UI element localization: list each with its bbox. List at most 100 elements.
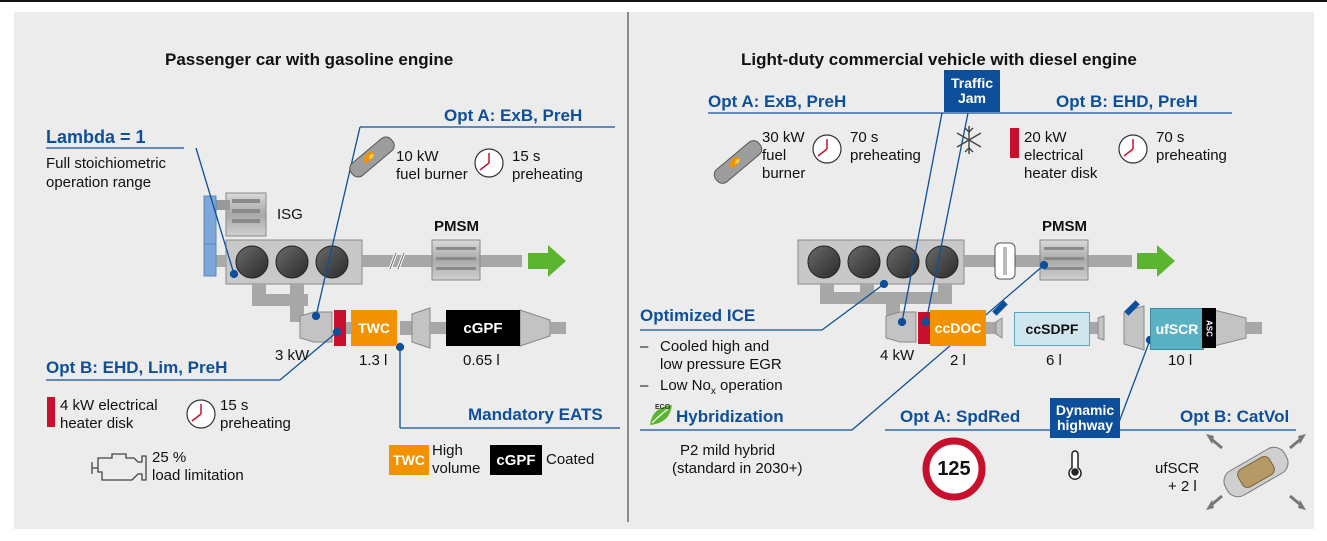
pmsm-label-right: PMSM	[1042, 218, 1087, 235]
clock-icon	[1118, 134, 1148, 164]
left-opt-b-time-line1: 15 s	[220, 397, 249, 414]
clock-icon	[812, 134, 842, 164]
snowflake-icon	[956, 126, 982, 154]
right-opt-a-time-line1: 70 s	[850, 129, 879, 146]
twc-catalyst: TWC	[351, 310, 397, 346]
eats-cgpf-desc: Coated	[546, 451, 595, 468]
left-panel-title: Passenger car with gasoline engine	[165, 50, 454, 69]
traffic-jam-badge: Traffic Jam	[944, 70, 1000, 112]
ufscr-volume: 10 l	[1168, 352, 1193, 369]
ice-item1-line2: low pressure EGR	[660, 356, 782, 373]
catalyst-resize-icon	[1206, 434, 1306, 510]
dyn-highway-line1: Dynamic	[1055, 401, 1115, 418]
right-opt-b-heater-line1: 20 kW	[1024, 129, 1067, 146]
eco-leaf-icon	[650, 405, 672, 425]
ice-item2-post: operation	[715, 377, 783, 394]
top-rule	[0, 0, 1327, 2]
catvol-desc-line1: ufSCR	[1155, 460, 1200, 477]
left-opt-a-time-line1: 15 s	[512, 148, 541, 165]
cgpf-volume: 0.65 l	[463, 352, 500, 369]
right-opt-a-burner-line3: burner	[762, 165, 806, 182]
dynamic-highway-badge: Dynamic highway	[1050, 398, 1120, 438]
fuel-burner-icon	[349, 136, 395, 178]
fuel-burner-icon	[713, 140, 763, 184]
load-limit-line1: 25 %	[152, 449, 187, 466]
catvol-desc-line2: + 2 l	[1168, 478, 1197, 495]
eats-title: Mandatory EATS	[468, 405, 603, 424]
load-limit-line2: load limitation	[152, 467, 244, 484]
callout-lines-left	[46, 126, 620, 429]
ice-title: Optimized ICE	[640, 306, 756, 325]
ice-dash-2: –	[640, 377, 649, 394]
speed-limit-value: 125	[937, 458, 971, 480]
pmsm-motor-right	[1039, 239, 1089, 281]
pmsm-label-left: PMSM	[434, 218, 479, 235]
panel-divider	[627, 12, 629, 522]
heater-disk-left	[334, 310, 346, 346]
right-panel-title: Light-duty commercial vehicle with diese…	[741, 50, 1137, 69]
isg-motor	[203, 192, 267, 277]
left-opt-b-heater-line1: 4 kW electrical	[60, 397, 158, 414]
injector-icon	[992, 300, 1140, 316]
gasoline-engine	[203, 239, 363, 285]
thermometer-icon	[1068, 450, 1082, 480]
spdred-title: Opt A: SpdRed	[900, 407, 1021, 426]
lambda-title: Lambda = 1	[46, 127, 146, 147]
eco-label: ECO	[655, 404, 671, 411]
left-opt-b-time-line2: preheating	[220, 415, 291, 432]
hybridization-title: Hybridization	[676, 407, 784, 426]
cgpf-filter: cGPF	[446, 310, 520, 346]
right-opt-a-time-line2: preheating	[850, 147, 921, 164]
ccsdpf-volume: 6 l	[1046, 352, 1062, 369]
twc-volume: 1.3 l	[359, 352, 388, 369]
right-opt-a-burner-line1: 30 kW	[762, 129, 805, 146]
ice-item2-pre: Low No	[660, 377, 711, 394]
right-opt-b-heater-line2: electrical	[1024, 147, 1084, 164]
left-opt-a-time-line2: preheating	[512, 166, 583, 183]
pmsm-motor-left	[431, 239, 481, 281]
traffic-jam-line2: Jam	[957, 90, 987, 106]
lambda-desc-line2: operation range	[46, 174, 152, 191]
left-opt-a-title: Opt A: ExB, PreH	[444, 106, 583, 125]
right-heater-power: 4 kW	[880, 347, 915, 364]
clock-icon	[186, 399, 216, 429]
ice-item2-sub: x	[710, 386, 716, 397]
ice-item1-line1: Cooled high and	[660, 338, 770, 355]
isg-label: ISG	[277, 206, 303, 223]
engine-icon	[91, 453, 147, 481]
hybrid-desc-line1: P2 mild hybrid	[680, 442, 776, 459]
ice-item2: Low Nox operation	[660, 377, 783, 398]
heater-disk-right	[918, 312, 930, 344]
right-opt-b-time-line2: preheating	[1156, 147, 1227, 164]
left-opt-a-burner-line1: 10 kW	[396, 148, 439, 165]
left-opt-b-heater-line2: heater disk	[60, 415, 134, 432]
arrow-right-icon	[1137, 245, 1175, 277]
hybrid-desc-line2: (standard in 2030+)	[672, 460, 803, 477]
diesel-engine	[797, 239, 965, 285]
ufscr-catalyst: ufSCR	[1150, 308, 1204, 350]
ccdoc-volume: 2 l	[950, 352, 966, 369]
arrow-right-icon	[528, 245, 566, 277]
right-opt-b-time-line1: 70 s	[1156, 129, 1185, 146]
traffic-jam-line1: Traffic	[950, 74, 993, 91]
lambda-desc-line1: Full stoichiometric	[46, 155, 167, 172]
eats-twc-desc-line1: High	[432, 442, 463, 459]
left-heater-power: 3 kW	[275, 347, 310, 364]
catvol-title: Opt B: CatVol	[1180, 407, 1290, 426]
clock-icon	[474, 148, 504, 178]
ccsdpf-filter: ccSDPF	[1014, 312, 1090, 346]
eats-twc-desc-line2: volume	[432, 460, 481, 477]
right-opt-b-heater-line3: heater disk	[1024, 165, 1098, 182]
asc-catalyst: ASC	[1202, 308, 1216, 348]
left-opt-a-burner-line2: fuel burner	[396, 166, 468, 183]
heater-disk-icon	[1010, 128, 1019, 158]
ccdoc-catalyst: ccDOC	[930, 310, 986, 346]
eats-twc-badge: TWC	[389, 445, 429, 475]
right-opt-a-title: Opt A: ExB, PreH	[708, 92, 847, 111]
left-opt-b-title: Opt B: EHD, Lim, PreH	[46, 358, 228, 377]
speed-limit-sign	[922, 437, 986, 501]
right-opt-b-title: Opt B: EHD, PreH	[1056, 92, 1198, 111]
heater-disk-icon	[47, 397, 55, 427]
